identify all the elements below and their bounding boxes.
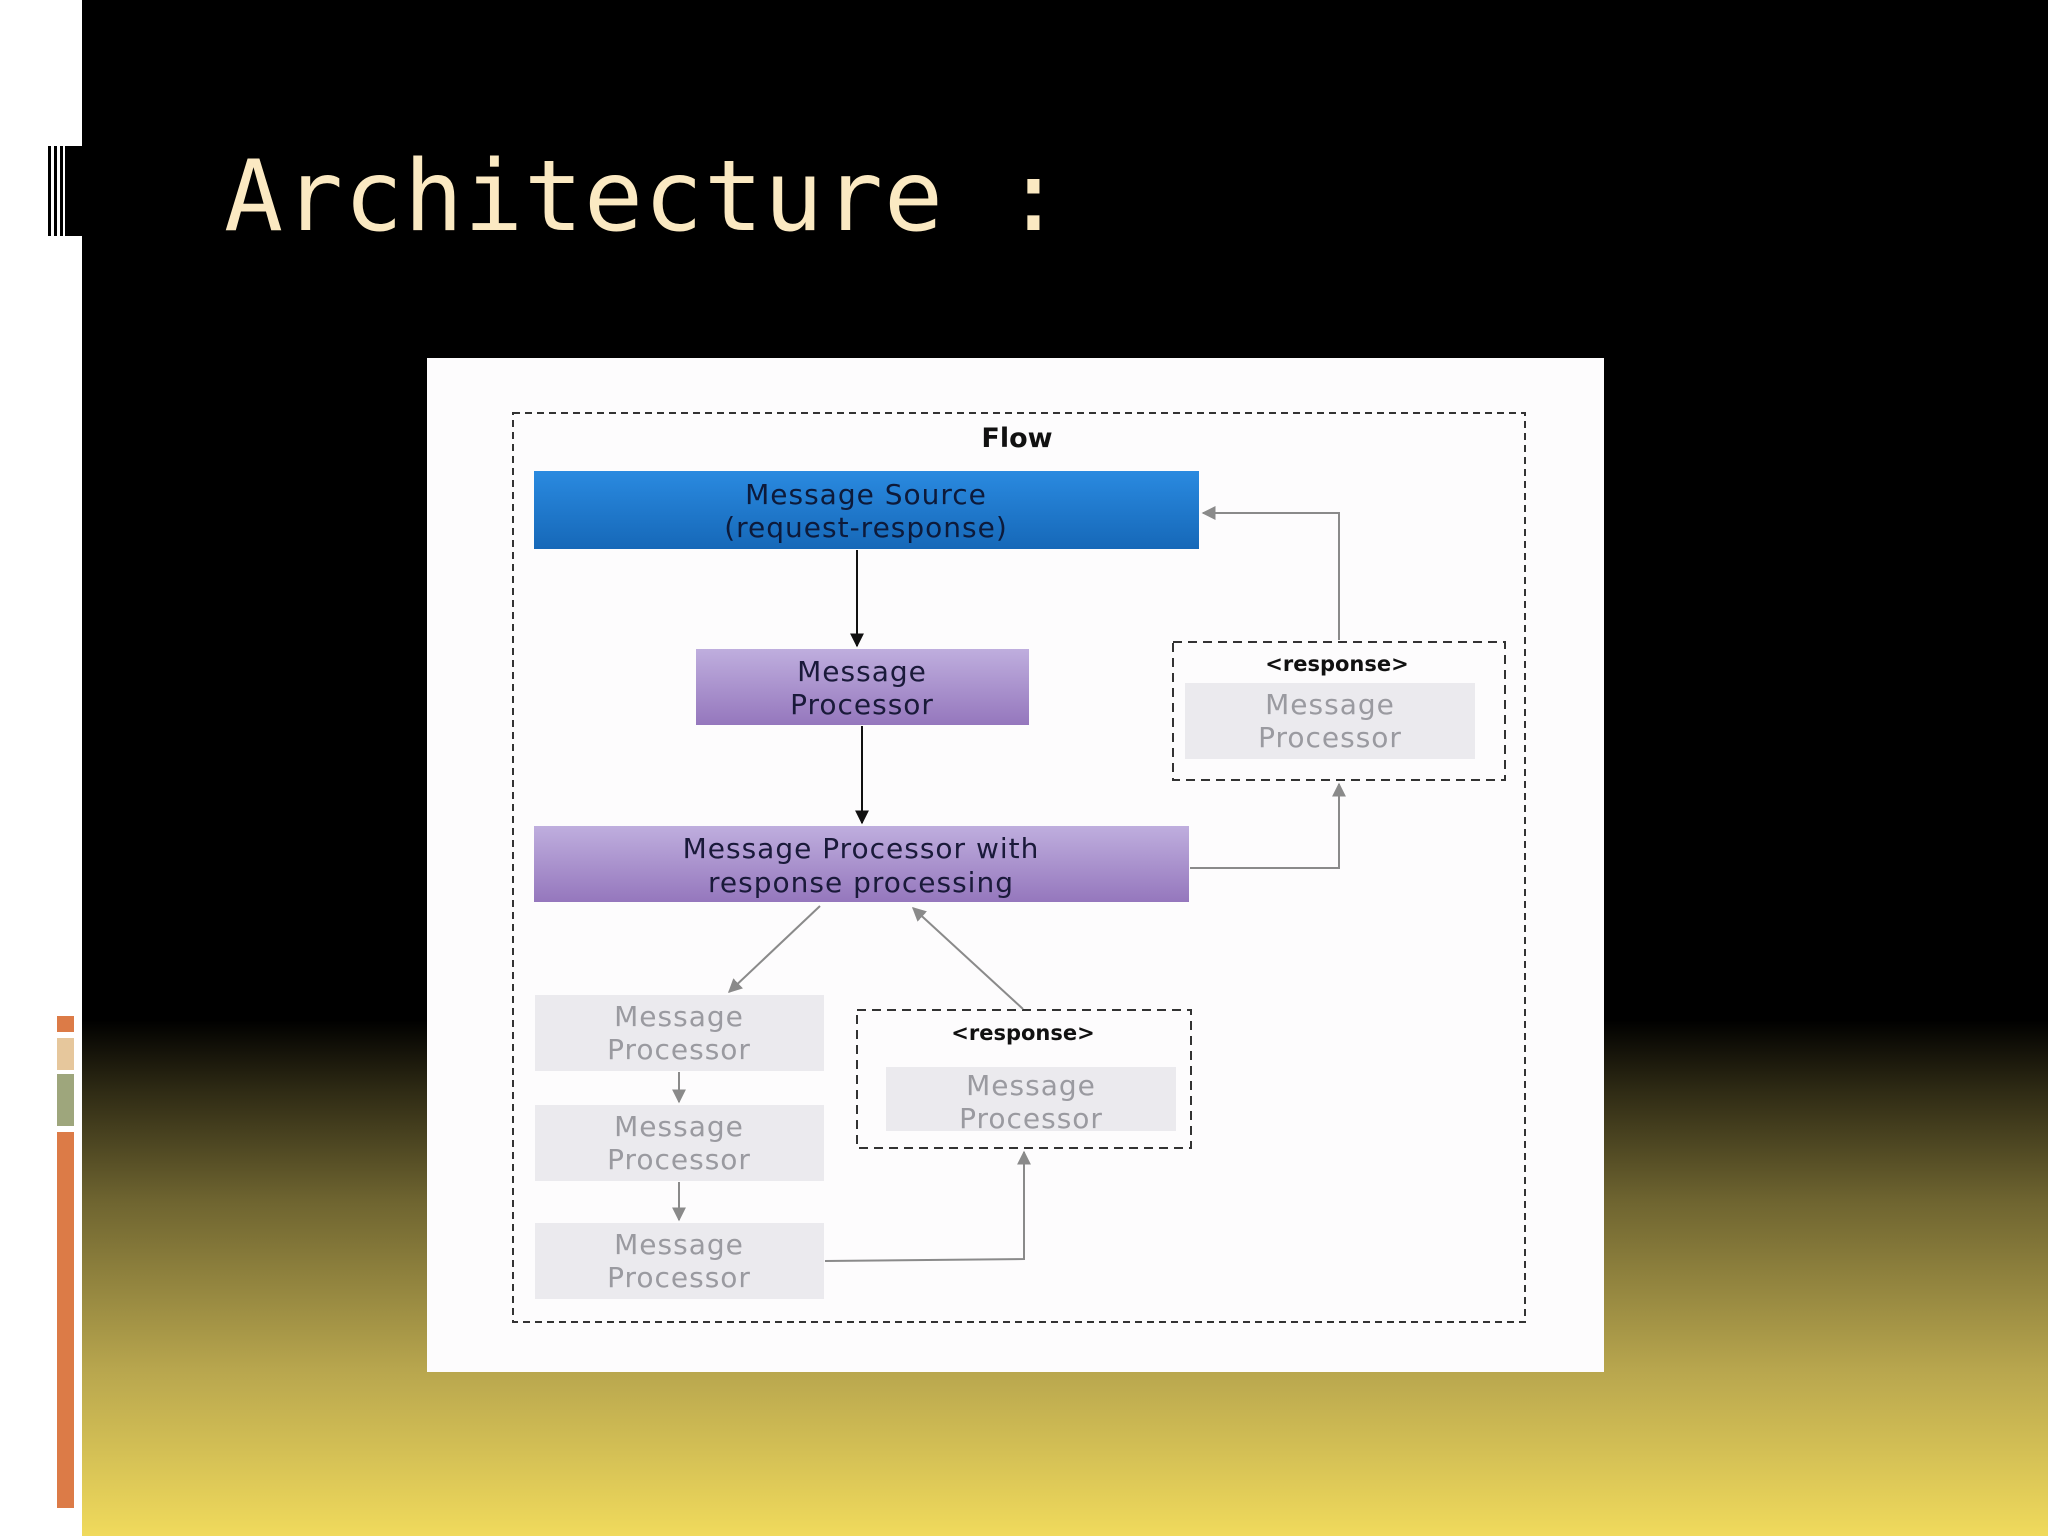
flow-container [512,412,1526,1323]
faded-processor-left-3-line1: Message [614,1228,744,1261]
faded-processor-bottom-right [886,1067,1176,1131]
faded-processor-top-right-line1: Message [1265,688,1395,721]
flow-label: Flow [981,423,1052,454]
architecture-diagram: Flow Message Source (request-response) M… [427,358,1604,1372]
diagram-canvas: Flow Message Source (request-response) M… [512,412,1526,1323]
processor-with-response-box [534,826,1189,902]
arrow-top-group-to-source [1201,506,1340,640]
arrow-response-processor-to-left-1 [727,905,821,993]
faded-processor-left-1-line2: Processor [607,1033,751,1066]
arrow-bottom-group-to-response-processor [911,907,1024,1010]
message-processor-line2: Processor [790,688,934,721]
faded-processor-bottom-right-line1: Message [966,1069,1096,1102]
message-source-box [534,471,1199,549]
title-bullet-marker [48,146,82,236]
slide-title: Architecture : [224,140,1065,254]
processor-with-response-line2: response processing [708,866,1014,899]
accent-bar-orange-long [57,1132,74,1508]
message-processor-box [696,649,1029,725]
response-group-bottom [856,1009,1192,1149]
faded-processor-left-3-line2: Processor [607,1261,751,1294]
faded-processor-top-right [1185,683,1475,759]
faded-processor-left-2-line2: Processor [607,1143,751,1176]
accent-bar-green [57,1074,74,1126]
accent-bar-orange-top [57,1016,74,1032]
faded-processor-left-2 [535,1105,824,1181]
arrow-left-3-to-bottom-group [824,1150,1031,1262]
message-source-line1: Message Source [745,478,987,511]
arrow-response-processor-to-top-group [1190,782,1346,869]
message-processor-line1: Message [797,655,927,688]
response-tag-top: <response> [1265,652,1408,676]
faded-processor-left-1-line1: Message [614,1000,744,1033]
faded-processor-bottom-right-line2: Processor [959,1102,1103,1135]
faded-processor-left-1 [535,995,824,1071]
faded-processor-top-right-line2: Processor [1258,721,1402,754]
message-source-line2: (request-response) [724,511,1008,544]
accent-bar-tan [57,1038,74,1070]
faded-processor-left-2-line1: Message [614,1110,744,1143]
faded-processor-left-3 [535,1223,824,1299]
response-tag-bottom: <response> [951,1021,1094,1045]
processor-with-response-line1: Message Processor with [683,832,1040,865]
response-group-top [1172,641,1506,781]
